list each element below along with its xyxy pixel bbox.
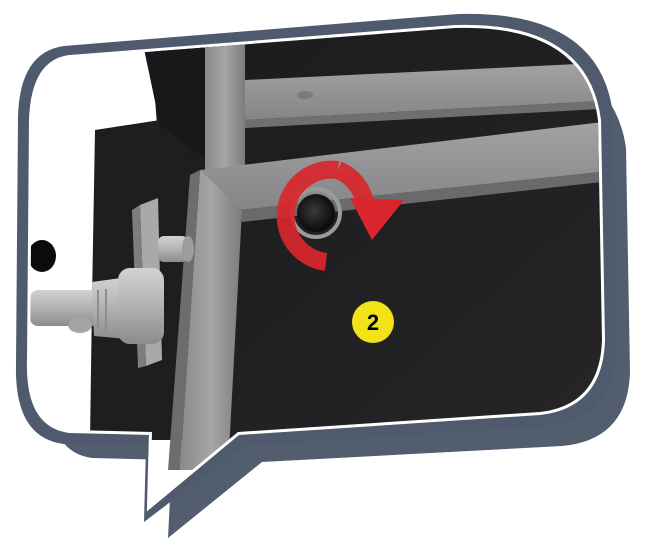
frame-knob xyxy=(297,194,335,232)
step-number: 2 xyxy=(367,310,379,335)
step-number-badge: 2 xyxy=(352,301,394,343)
